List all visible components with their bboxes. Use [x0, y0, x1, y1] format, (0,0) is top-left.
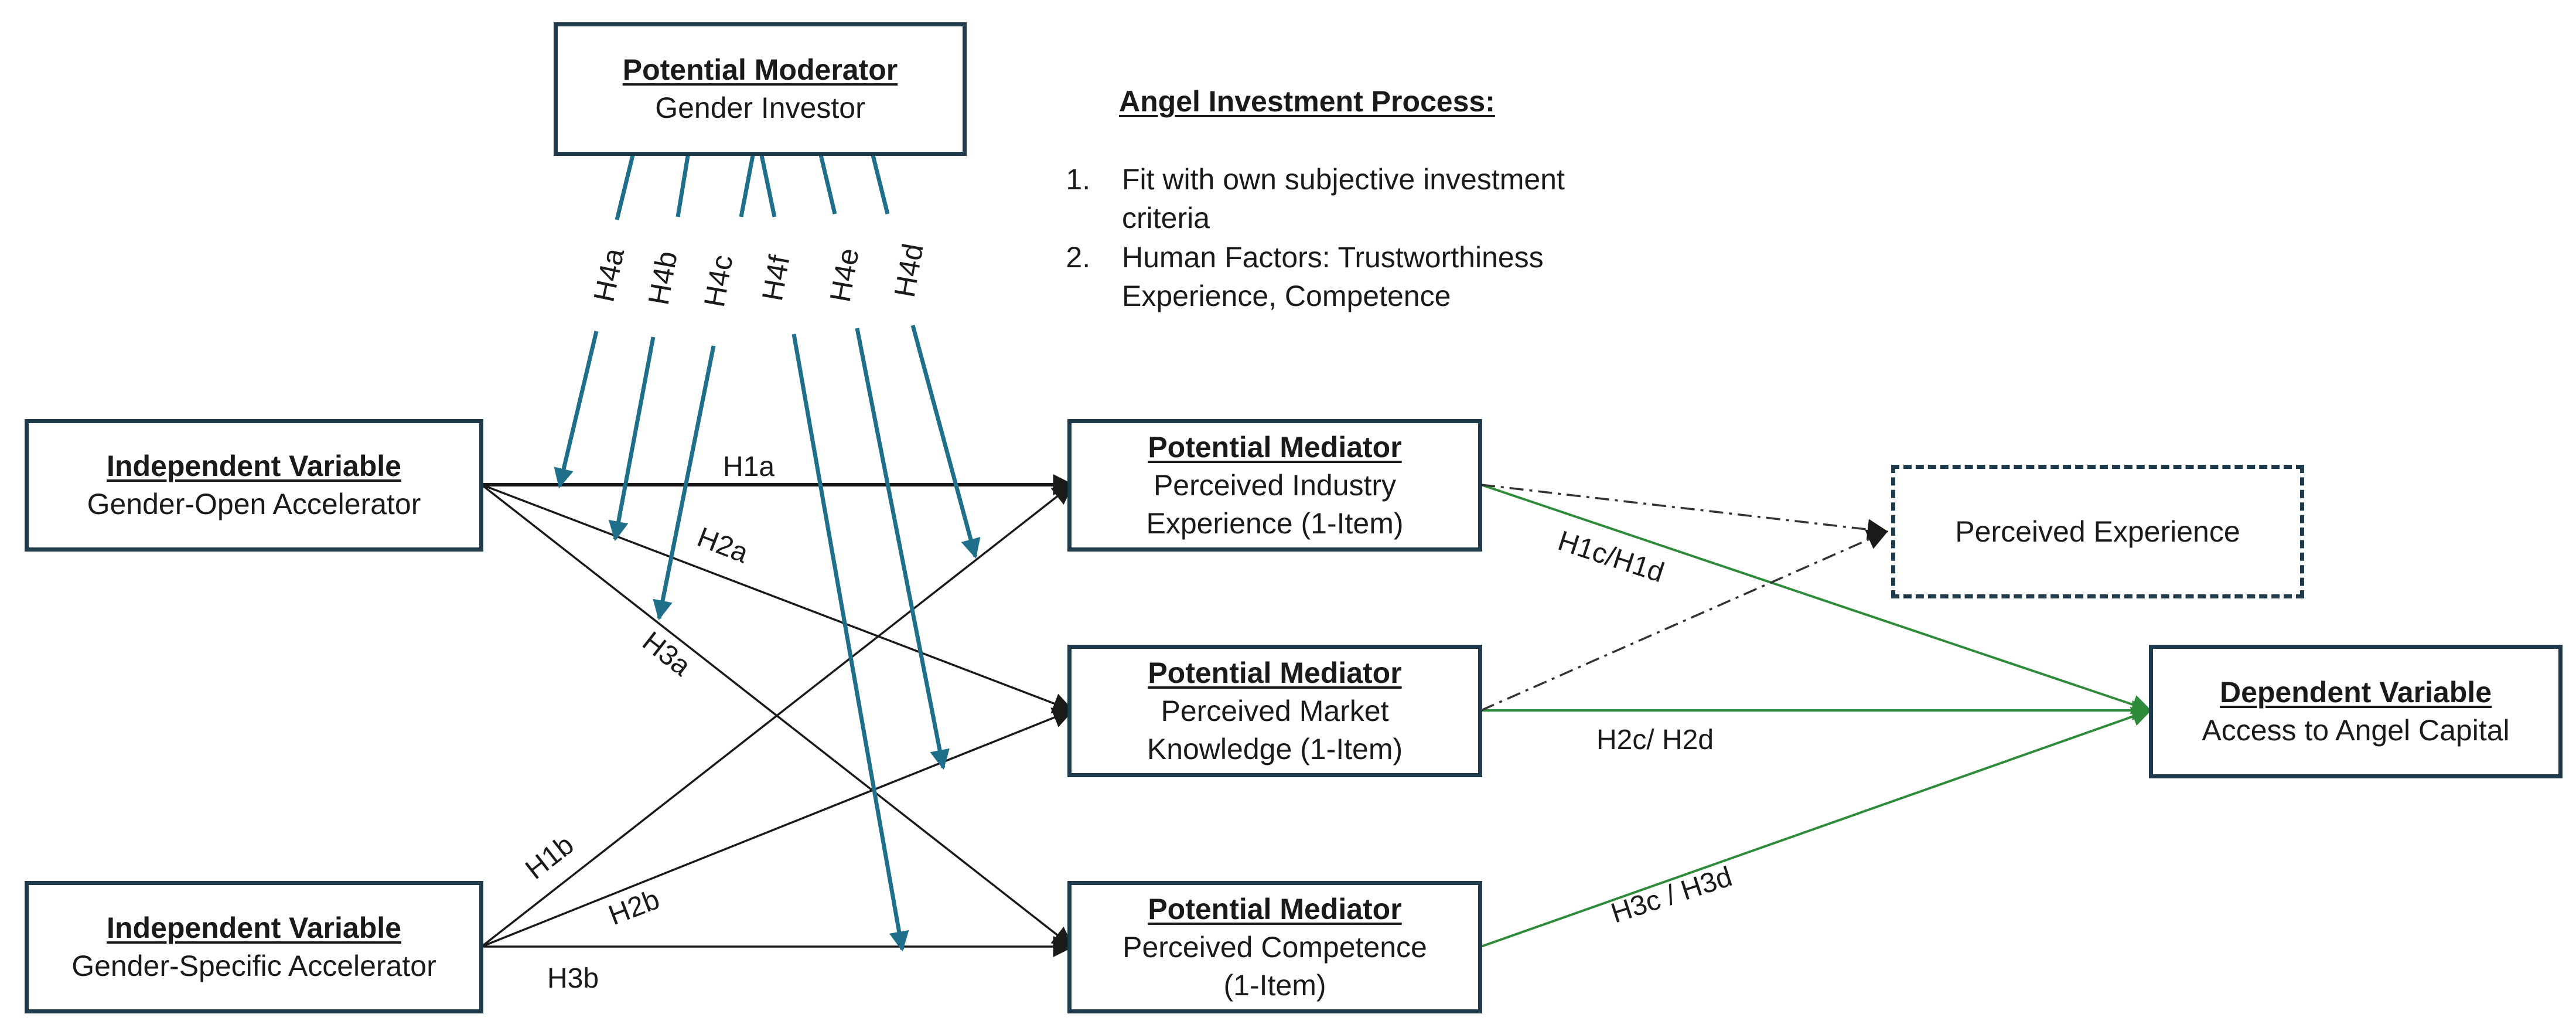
moderation-h4a-upper	[615, 155, 635, 220]
label-h4b: H4b	[642, 249, 684, 307]
mediator-market-line1: Perceived Market	[1161, 694, 1389, 727]
mediator-industry-box: Potential Mediator Perceived Industry Ex…	[1067, 419, 1482, 552]
label-h4e: H4e	[824, 246, 865, 304]
mediator-competence-line1: Perceived Competence	[1122, 930, 1427, 964]
moderation-h4b-upper	[675, 152, 691, 217]
label-h2b: H2b	[605, 884, 664, 931]
path-h2b	[481, 707, 1074, 948]
moderation-h4b-arrow	[608, 336, 656, 542]
path-h3c	[1480, 707, 2152, 948]
process-item-1-line1: Fit with own subjective investment	[1122, 162, 1565, 196]
moderator-box: Potential Moderator Gender Investor	[554, 22, 967, 156]
label-h3c: H3c / H3d	[1608, 861, 1736, 929]
path-market-to-experience	[1480, 529, 1889, 712]
perceived-experience-box: Perceived Experience	[1891, 465, 2304, 598]
label-h2c: H2c/ H2d	[1596, 724, 1714, 756]
moderation-h4e-upper	[818, 152, 837, 215]
process-item-2-line2: Experience, Competence	[1122, 280, 1451, 312]
label-h4c: H4c	[698, 253, 739, 309]
process-item-1: Fit with own subjective investment crite…	[1098, 160, 1623, 238]
path-h2a	[481, 484, 1074, 714]
label-h1c: H1c/H1d	[1554, 525, 1668, 588]
moderation-h4f-arrow	[791, 334, 909, 952]
path-h1b	[480, 483, 1074, 948]
process-heading: Angel Investment Process:	[1119, 85, 1495, 118]
mediator-industry-line2: Experience (1-Item)	[1146, 506, 1404, 540]
mediator-market-line2: Knowledge (1-Item)	[1147, 732, 1403, 765]
dependent-line1: Access to Angel Capital	[2202, 714, 2510, 747]
process-item-2-line1: Human Factors: Trustworthiness	[1122, 240, 1544, 274]
mediator-industry-title: Potential Mediator	[1148, 430, 1402, 464]
label-h1a: H1a	[723, 451, 774, 482]
mediator-competence-line2: (1-Item)	[1223, 968, 1326, 1002]
moderation-h4d-arrow	[910, 325, 981, 559]
label-h4a: H4a	[587, 245, 630, 305]
moderation-h4f-upper	[759, 155, 777, 217]
moderation-h4c-arrow	[653, 345, 716, 621]
moderation-h4e-arrow	[855, 328, 950, 770]
iv-open-box: Independent Variable Gender-Open Acceler…	[25, 419, 483, 552]
path-h1c	[1480, 484, 2152, 714]
moderation-h4a-arrow	[554, 331, 599, 489]
iv-open-line1: Gender-Open Accelerator	[87, 488, 421, 520]
dependent-box: Dependent Variable Access to Angel Capit…	[2149, 645, 2563, 778]
label-h4f: H4f	[756, 253, 796, 303]
iv-specific-title: Independent Variable	[107, 911, 401, 944]
perceived-experience-label: Perceived Experience	[1955, 515, 2240, 548]
path-industry-to-experience	[1480, 484, 1889, 540]
iv-specific-line1: Gender-Specific Accelerator	[71, 950, 436, 982]
process-list: Fit with own subjective investment crite…	[1037, 160, 1623, 316]
mediator-market-title: Potential Mediator	[1148, 656, 1402, 689]
iv-open-title: Independent Variable	[107, 450, 401, 482]
label-h3b: H3b	[547, 963, 599, 994]
mediator-competence-box: Potential Mediator Perceived Competence …	[1067, 881, 1482, 1013]
mediator-competence-title: Potential Mediator	[1148, 892, 1402, 925]
dependent-title: Dependent Variable	[2219, 676, 2492, 709]
process-item-1-line2: criteria	[1122, 202, 1210, 234]
mediator-market-box: Potential Mediator Perceived Market Know…	[1067, 645, 1482, 777]
moderation-h4c-upper	[739, 155, 755, 217]
label-h3a: H3a	[637, 626, 697, 682]
process-item-2: Human Factors: Trustworthiness Experienc…	[1098, 238, 1623, 316]
label-h2a: H2a	[693, 522, 752, 569]
iv-specific-box: Independent Variable Gender-Specific Acc…	[25, 881, 483, 1013]
moderator-line1: Gender Investor	[655, 91, 865, 124]
moderation-h4d-upper	[871, 155, 890, 215]
moderator-title: Potential Moderator	[622, 53, 898, 86]
label-h4d: H4d	[888, 241, 930, 300]
angel-investment-process: Angel Investment Process: Fit with own s…	[1037, 82, 1623, 316]
mediator-industry-line1: Perceived Industry	[1153, 468, 1397, 502]
